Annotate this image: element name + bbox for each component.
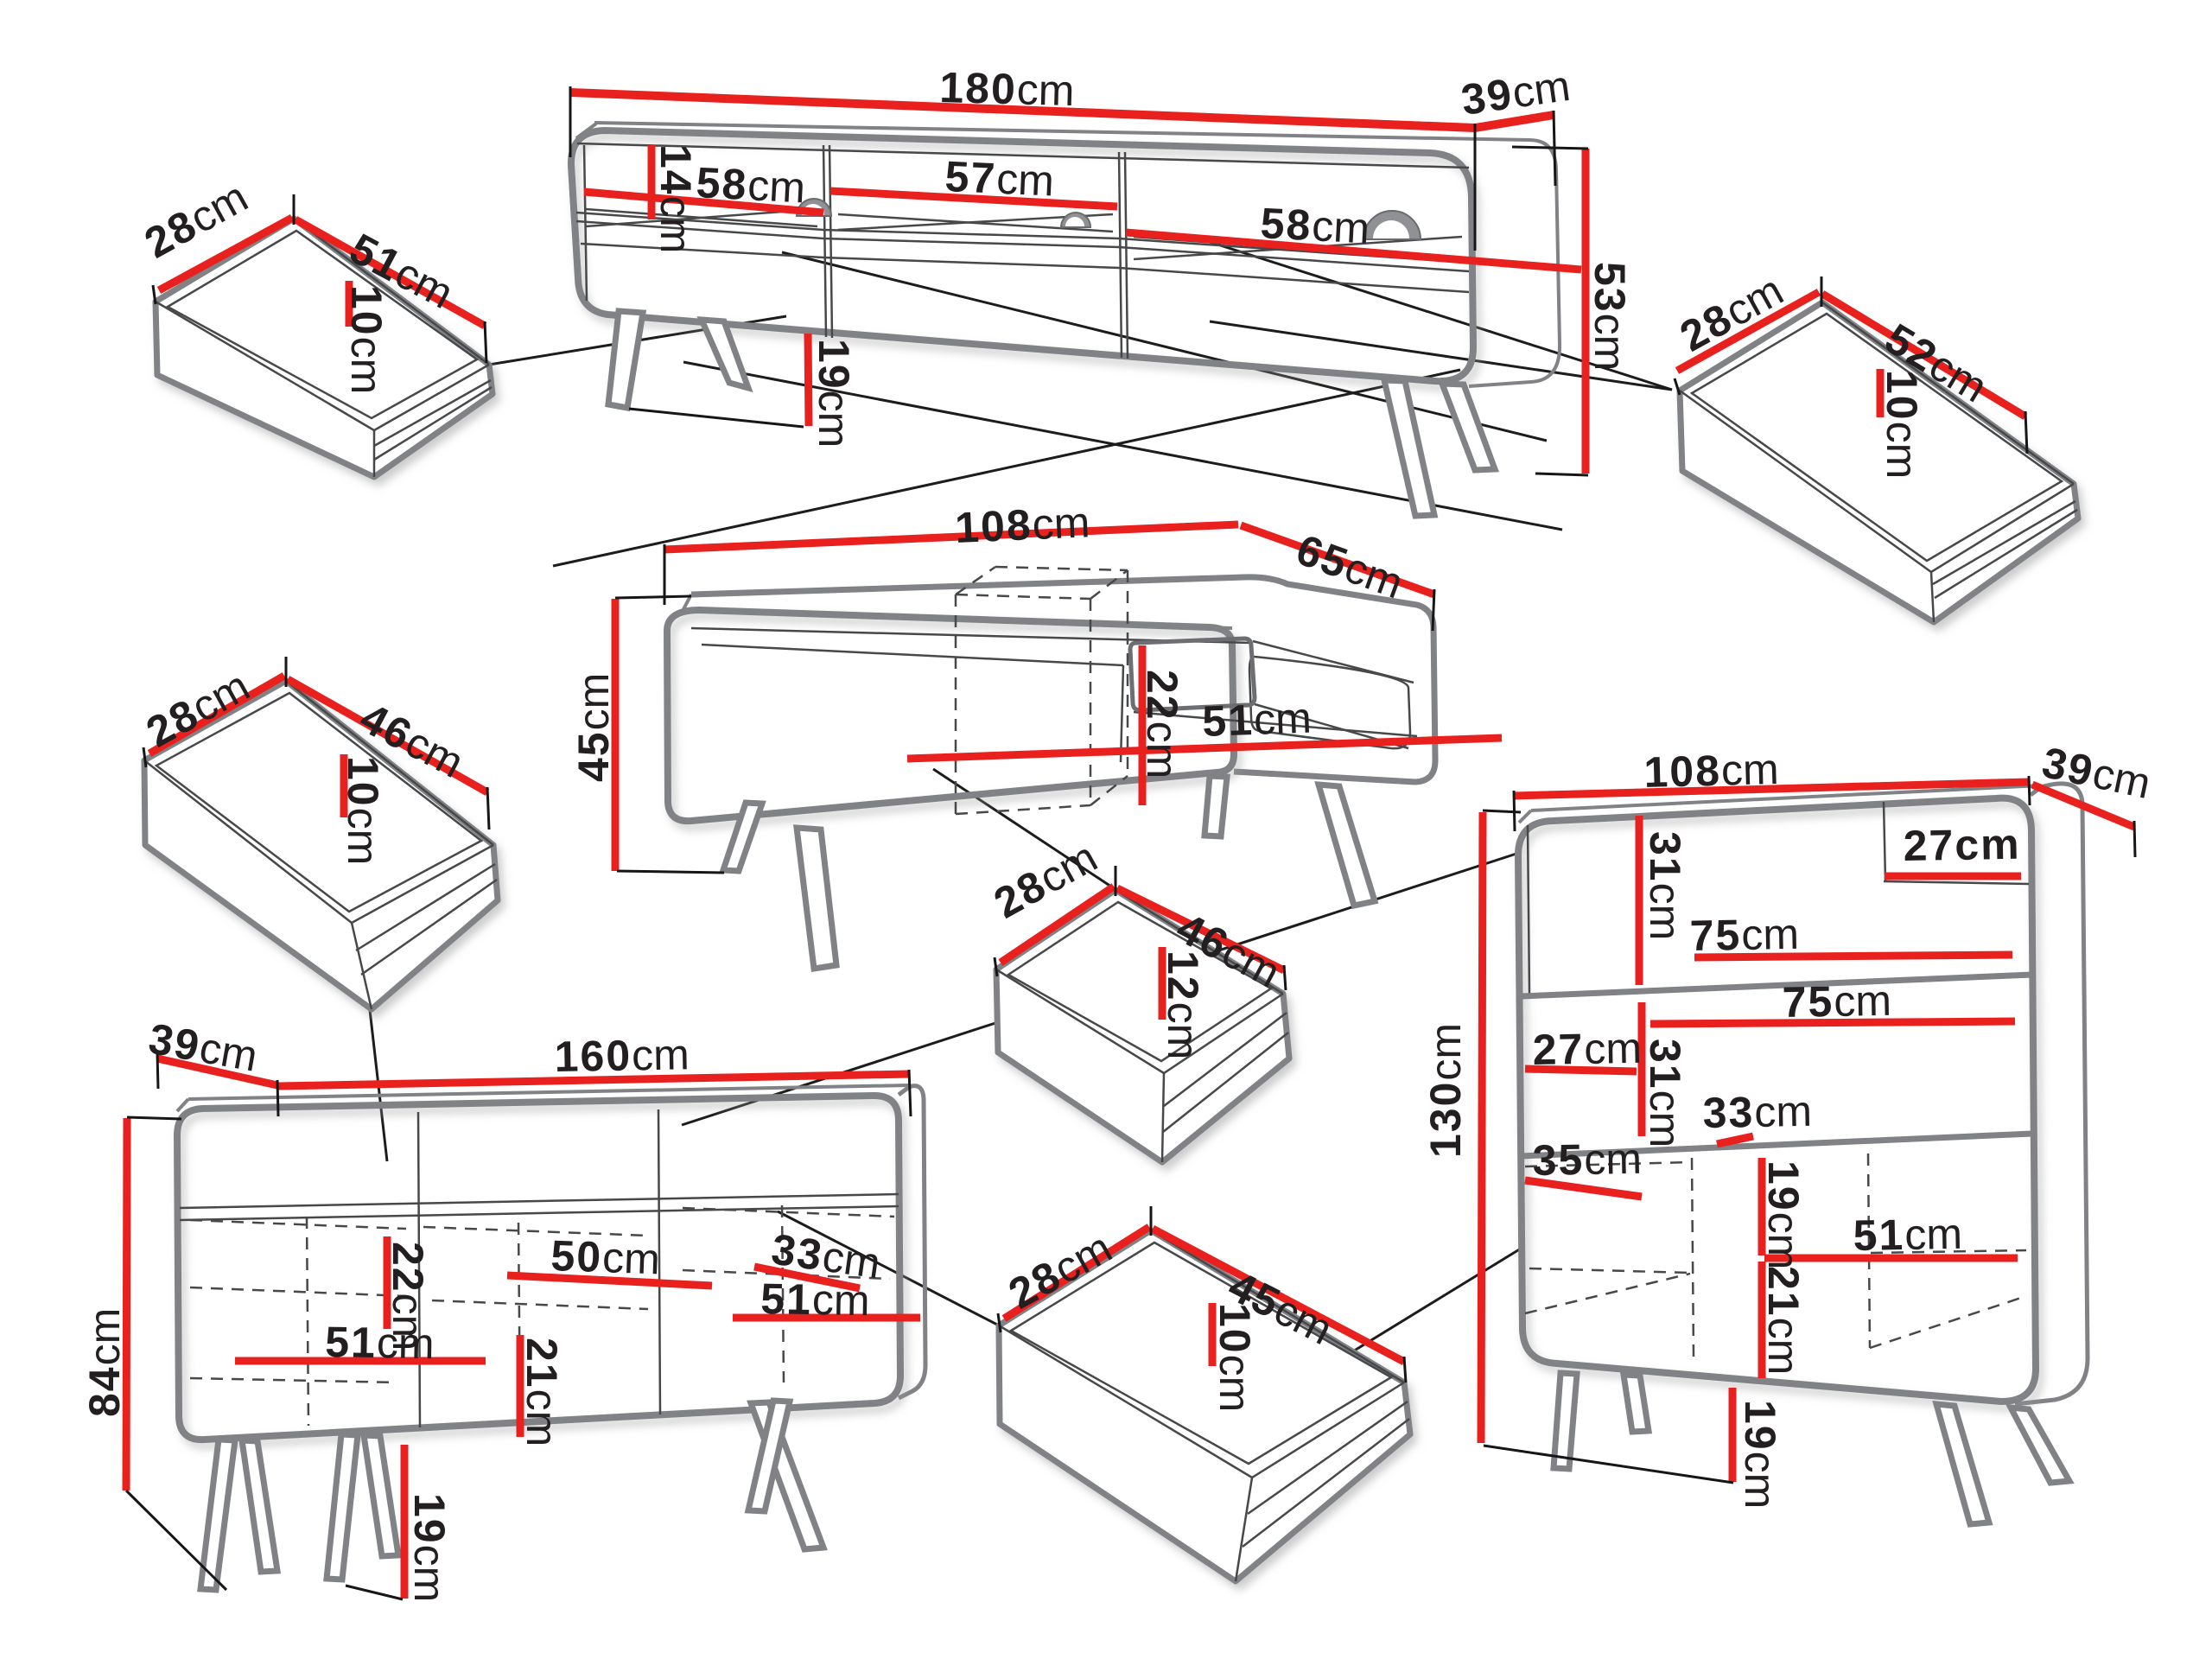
svg-text:33cm: 33cm xyxy=(1702,1087,1812,1137)
svg-text:10cm: 10cm xyxy=(1211,1303,1259,1412)
svg-text:57cm: 57cm xyxy=(944,152,1056,205)
svg-text:22cm: 22cm xyxy=(1138,670,1186,779)
svg-text:51cm: 51cm xyxy=(325,1318,435,1368)
svg-text:10cm: 10cm xyxy=(339,756,387,865)
svg-text:160cm: 160cm xyxy=(554,1030,690,1081)
svg-text:22cm: 22cm xyxy=(384,1242,432,1351)
svg-text:180cm: 180cm xyxy=(939,63,1076,115)
svg-text:31cm: 31cm xyxy=(1641,831,1689,940)
svg-text:19cm: 19cm xyxy=(1736,1400,1784,1509)
svg-text:21cm: 21cm xyxy=(1759,1266,1808,1375)
svg-text:27cm: 27cm xyxy=(1903,820,2021,870)
svg-text:130cm: 130cm xyxy=(1421,1023,1470,1158)
svg-text:53cm: 53cm xyxy=(1586,262,1634,371)
svg-text:21cm: 21cm xyxy=(518,1338,566,1446)
svg-text:19cm: 19cm xyxy=(810,339,858,448)
svg-text:14cm: 14cm xyxy=(652,144,700,253)
svg-text:84cm: 84cm xyxy=(80,1308,129,1417)
svg-text:39cm: 39cm xyxy=(1459,61,1573,124)
svg-text:19cm: 19cm xyxy=(1759,1160,1808,1269)
svg-text:108cm: 108cm xyxy=(1643,745,1780,797)
svg-text:50cm: 50cm xyxy=(550,1231,661,1283)
svg-text:19cm: 19cm xyxy=(405,1493,454,1602)
svg-text:75cm: 75cm xyxy=(1689,910,1799,960)
svg-text:39cm: 39cm xyxy=(2038,738,2155,808)
svg-text:10cm: 10cm xyxy=(342,285,391,394)
svg-text:31cm: 31cm xyxy=(1641,1039,1689,1147)
svg-text:51cm: 51cm xyxy=(1201,694,1312,746)
svg-text:33cm: 33cm xyxy=(768,1224,883,1287)
svg-text:108cm: 108cm xyxy=(954,498,1090,552)
svg-text:58cm: 58cm xyxy=(695,158,806,213)
svg-text:51cm: 51cm xyxy=(1853,1210,1962,1260)
svg-text:27cm: 27cm xyxy=(1532,1024,1642,1074)
svg-text:39cm: 39cm xyxy=(145,1014,261,1081)
svg-text:75cm: 75cm xyxy=(1782,976,1891,1027)
svg-text:10cm: 10cm xyxy=(1878,370,1926,479)
svg-text:51cm: 51cm xyxy=(760,1274,870,1325)
svg-text:12cm: 12cm xyxy=(1159,950,1207,1059)
svg-text:45cm: 45cm xyxy=(569,673,618,782)
svg-text:35cm: 35cm xyxy=(1532,1135,1642,1185)
svg-text:58cm: 58cm xyxy=(1259,199,1370,253)
